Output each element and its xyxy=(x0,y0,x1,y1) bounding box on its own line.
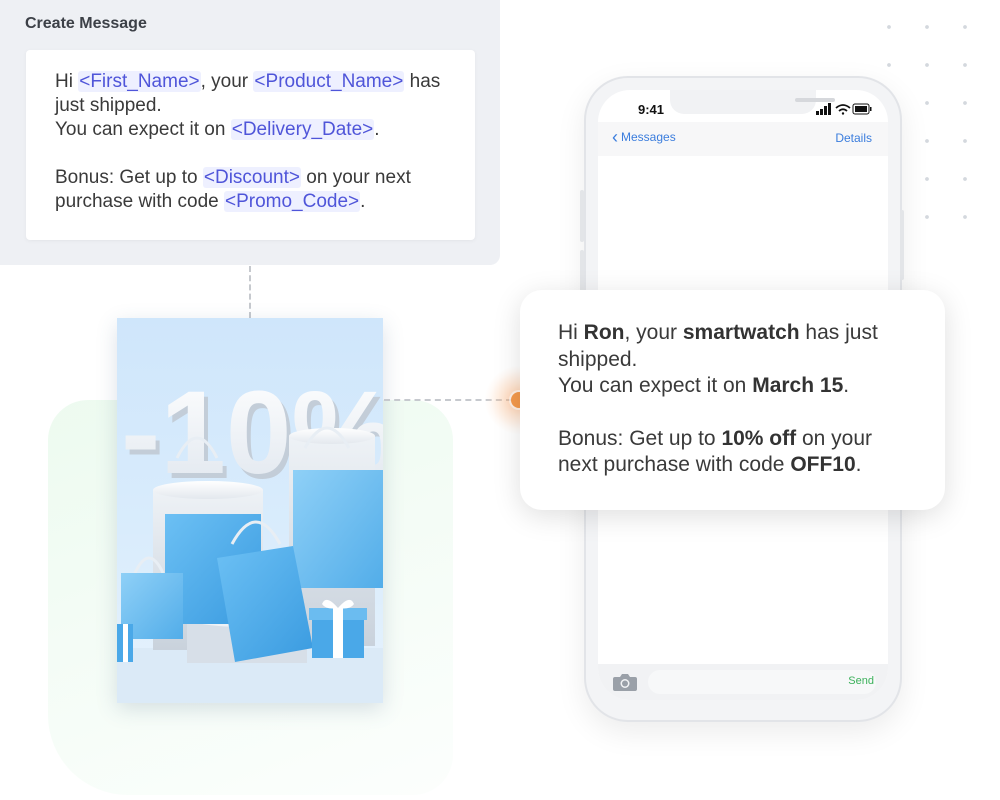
message-line-3: You can expect it on March 15. xyxy=(558,374,850,397)
message-line-4: Bonus: Get up to 10% off on your xyxy=(558,426,873,450)
camera-icon[interactable] xyxy=(612,672,638,692)
template-line-4: Bonus: Get up to <Discount> on your next xyxy=(55,167,411,188)
promo-image: -10% -10% xyxy=(117,318,383,703)
back-label: Messages xyxy=(621,130,676,144)
template-line-1: Hi <First_Name>, your <Product_Name> has xyxy=(55,71,441,92)
date-value: March 15 xyxy=(752,374,844,397)
details-button[interactable]: Details xyxy=(835,131,872,145)
message-text-field[interactable] xyxy=(648,670,876,694)
back-button[interactable]: ‹ Messages xyxy=(612,127,676,147)
phone-notch xyxy=(670,90,835,114)
first-name-tag[interactable]: <First_Name> xyxy=(78,71,201,92)
shopping-bags xyxy=(121,426,383,662)
message-line-2: shipped. xyxy=(558,347,638,371)
delivery-date-tag[interactable]: <Delivery_Date> xyxy=(230,119,375,140)
send-button[interactable]: Send xyxy=(848,675,874,687)
product-value: smartwatch xyxy=(682,321,800,344)
gift-boxes xyxy=(117,599,367,662)
status-icons xyxy=(816,103,872,115)
template-line-2: just shipped. xyxy=(55,95,162,116)
product-name-tag[interactable]: <Product_Name> xyxy=(253,71,405,92)
discount-value: 10% off xyxy=(721,426,797,450)
template-line-3: You can expect it on <Delivery_Date>. xyxy=(55,119,380,140)
promo-code-tag[interactable]: <Promo_Code> xyxy=(224,191,361,212)
message-input-bar: Send xyxy=(598,664,888,700)
status-time: 9:41 xyxy=(638,102,665,117)
signal-icon xyxy=(816,103,831,115)
connector-vertical xyxy=(249,266,251,318)
template-editor[interactable]: Hi <First_Name>, your <Product_Name> has… xyxy=(26,50,475,240)
message-line-5: next purchase with code OFF10. xyxy=(558,453,862,476)
phone-power-button xyxy=(900,210,904,280)
discount-tag[interactable]: <Discount> xyxy=(202,167,301,188)
name-value: Ron xyxy=(583,321,625,344)
battery-icon xyxy=(852,103,872,115)
create-message-panel: Create Message Hi <First_Name>, your <Pr… xyxy=(0,0,500,265)
code-value: OFF10 xyxy=(790,453,856,476)
phone-side-button xyxy=(580,250,584,302)
template-line-5: purchase with code <Promo_Code>. xyxy=(55,191,366,212)
messages-nav-bar: ‹ Messages Details xyxy=(598,122,888,156)
phone-side-button xyxy=(580,190,584,242)
promo-illustration: -10% -10% xyxy=(117,367,383,703)
wifi-icon xyxy=(835,104,851,115)
chevron-left-icon: ‹ xyxy=(612,127,618,147)
panel-title: Create Message xyxy=(25,15,147,32)
connector-horizontal xyxy=(384,399,512,401)
message-line-1: Hi Ron, your smartwatch has just xyxy=(558,321,878,344)
received-message-bubble: Hi Ron, your smartwatch has just shipped… xyxy=(520,290,945,510)
